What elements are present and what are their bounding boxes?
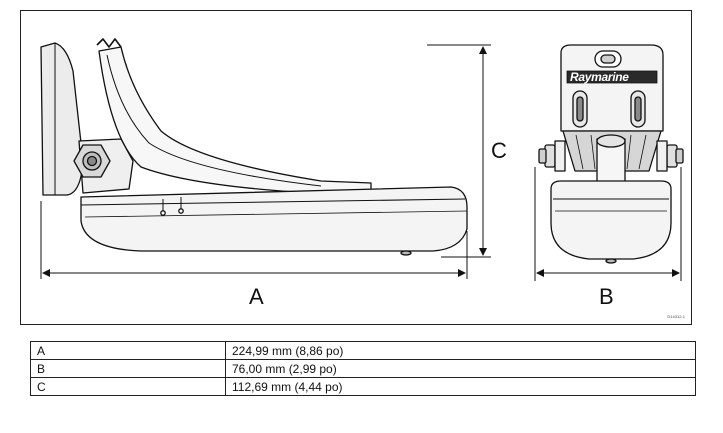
transducer-body	[80, 186, 468, 252]
table-row: B 76,00 mm (2,99 po)	[30, 359, 696, 378]
transducer-line-drawing	[40, 38, 684, 281]
dimension-value: 224,99 mm (8,86 po)	[225, 341, 696, 360]
dimension-key: C	[30, 377, 226, 396]
dimension-key: B	[30, 359, 226, 378]
dimensions-table: A 224,99 mm (8,86 po) B 76,00 mm (2,99 p…	[30, 341, 696, 396]
dimension-label-c: C	[491, 138, 507, 163]
side-view	[40, 38, 468, 256]
front-transducer-body	[550, 180, 672, 260]
transducer-dimension-drawing: Raymarine A C B D14312-1	[20, 10, 692, 325]
bracket-arm	[98, 46, 372, 194]
table-row: A 224,99 mm (8,86 po)	[30, 341, 696, 360]
table-row: C 112,69 mm (4,44 po)	[30, 377, 696, 396]
front-view	[538, 44, 684, 264]
mounting-bracket	[40, 42, 84, 196]
dimension-label-b: B	[599, 284, 614, 309]
dimension-value: 112,69 mm (4,44 po)	[225, 377, 696, 396]
dimension-label-a: A	[249, 284, 264, 309]
dimension-lines	[40, 44, 682, 281]
figure-id: D14312-1	[667, 314, 685, 319]
dimension-key: A	[30, 341, 226, 360]
brand-logo-text: Raymarine	[570, 70, 629, 84]
dimension-value: 76,00 mm (2,99 po)	[225, 359, 696, 378]
